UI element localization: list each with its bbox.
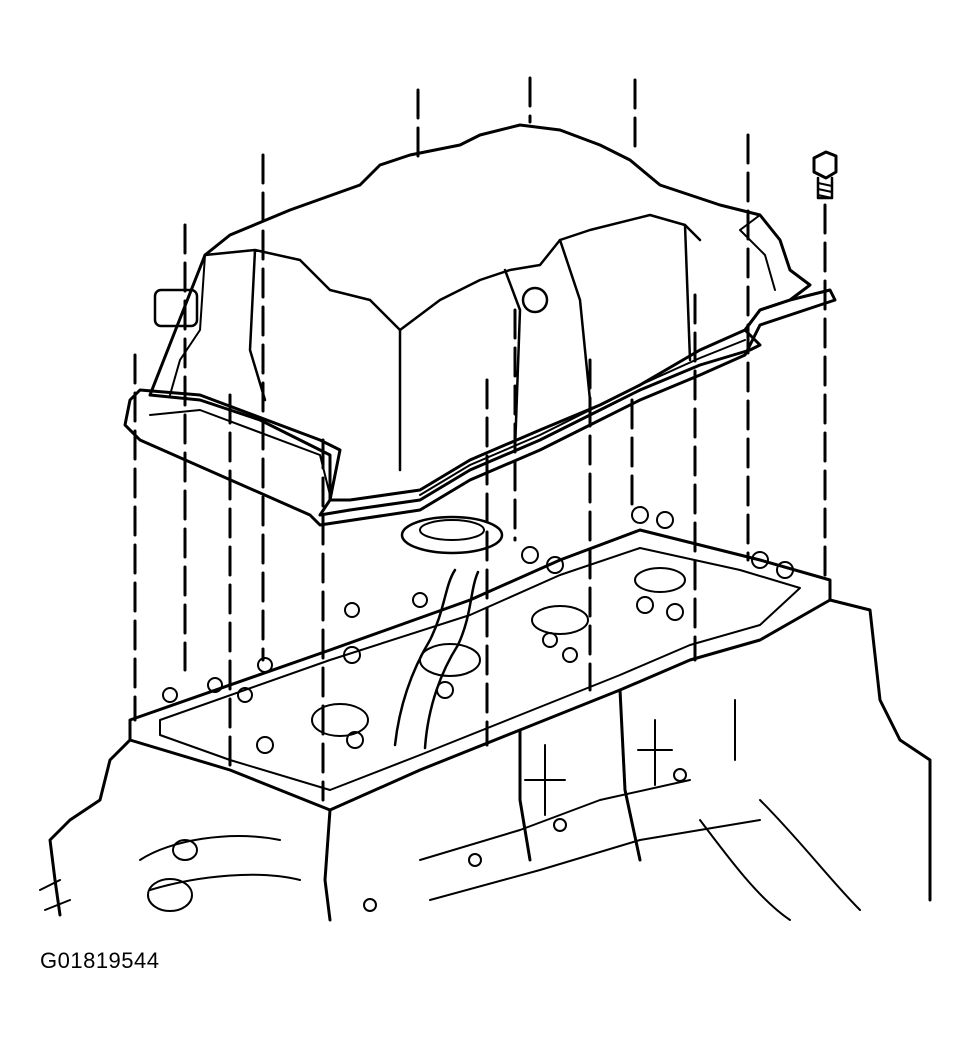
oil-pickup-tube <box>393 568 480 750</box>
block-flange <box>128 528 832 812</box>
block-side <box>48 598 932 922</box>
drain-plug <box>153 288 199 328</box>
oil-pan <box>123 123 837 527</box>
pickup-screen <box>400 515 504 555</box>
oil-pan-body <box>148 123 812 502</box>
bolt-icon <box>812 150 838 200</box>
figure-id-label: G01819544 <box>40 948 160 973</box>
alignment-lines <box>133 76 827 802</box>
engine-block <box>39 506 932 922</box>
